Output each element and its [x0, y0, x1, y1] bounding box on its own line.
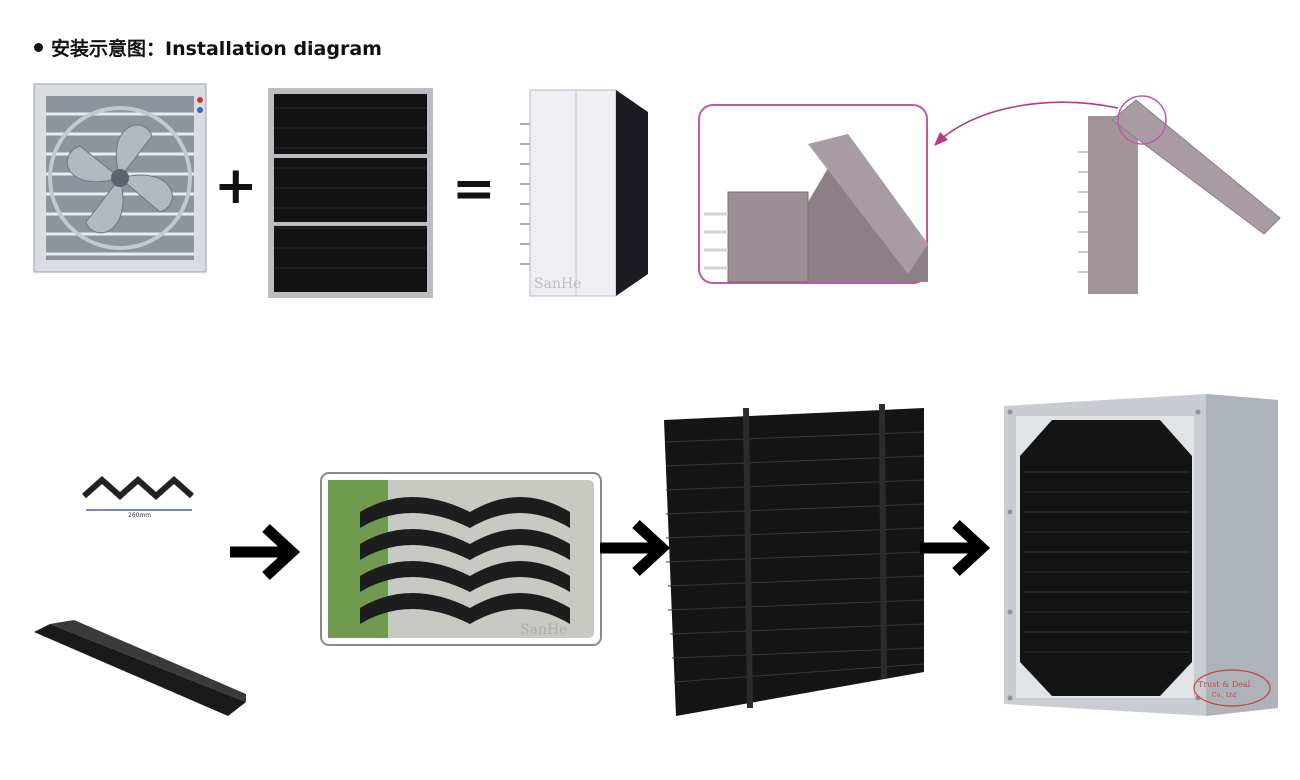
arrow-right-icon [230, 523, 301, 581]
single-blade-image [34, 620, 246, 716]
logo-line-2: Co., Ltd [1212, 692, 1237, 699]
black-pad-panel-image [268, 88, 433, 298]
framed-unit-image [1004, 394, 1278, 716]
watermark-brand-1: SanHe [534, 276, 582, 292]
hinged-unit-image [1078, 95, 1281, 294]
arrow-right-icon [600, 519, 671, 577]
assembled-unit-image [520, 89, 648, 297]
plus-sign: + [214, 156, 258, 216]
curved-arrow-icon [934, 101, 1119, 146]
logo-line-1: Trust & Deal [1198, 680, 1251, 689]
title-text: 安装示意图：Installation diagram [51, 38, 382, 60]
equals-sign: = [452, 159, 496, 219]
page-title: 安装示意图：Installation diagram [34, 34, 382, 61]
hinge-detail-callout [698, 104, 928, 284]
arrow-right-icon [920, 519, 991, 577]
exhaust-fan-image [33, 83, 207, 273]
profile-cross-section-image [82, 475, 194, 511]
dimension-label: 260mm [128, 512, 152, 519]
bullet-icon [34, 43, 43, 52]
watermark-brand-2: SanHe [520, 622, 568, 638]
blade-stack-image [664, 403, 925, 716]
blades-closeup-photo [320, 472, 602, 646]
